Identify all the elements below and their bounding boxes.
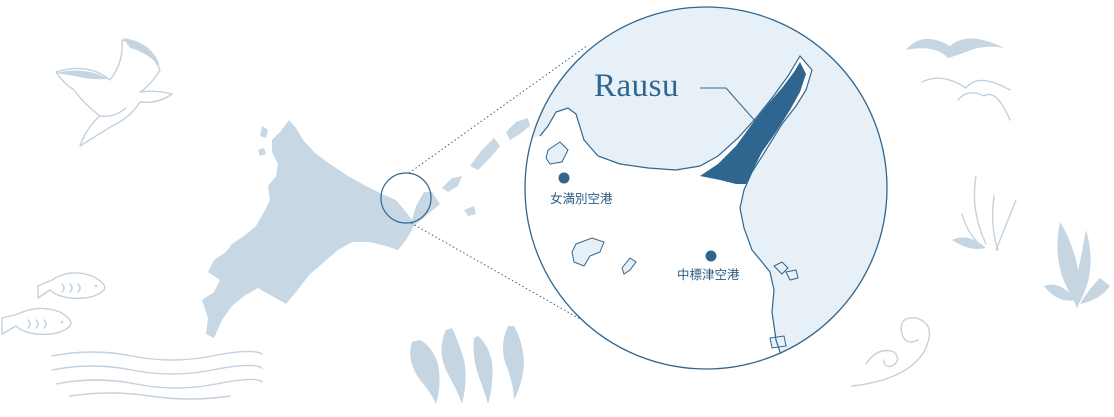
swirl-icon	[851, 317, 931, 387]
magnify-source-circle	[380, 172, 432, 224]
airport-label-memanbetsu: 女満別空港	[550, 191, 613, 206]
callout-leader-diagonal	[725, 87, 757, 123]
airport-marker-nakashibetsu	[705, 250, 717, 262]
airport-marker-memanbetsu	[558, 172, 570, 184]
airport-label-nakashibetsu: 中標津空港	[677, 267, 740, 282]
birds-icon	[906, 38, 1011, 121]
seaweed-icon	[410, 175, 1110, 404]
rausu-region	[700, 62, 806, 184]
hokkaido-landmass	[202, 120, 440, 338]
fish-icon	[1, 272, 106, 336]
inset-frame	[524, 6, 888, 370]
zoom-connector-lines	[408, 44, 597, 329]
rausu-label: Rausu	[594, 68, 679, 104]
seagull-icon	[55, 38, 173, 147]
waves-icon	[51, 350, 263, 400]
kuril-islands	[442, 118, 530, 216]
